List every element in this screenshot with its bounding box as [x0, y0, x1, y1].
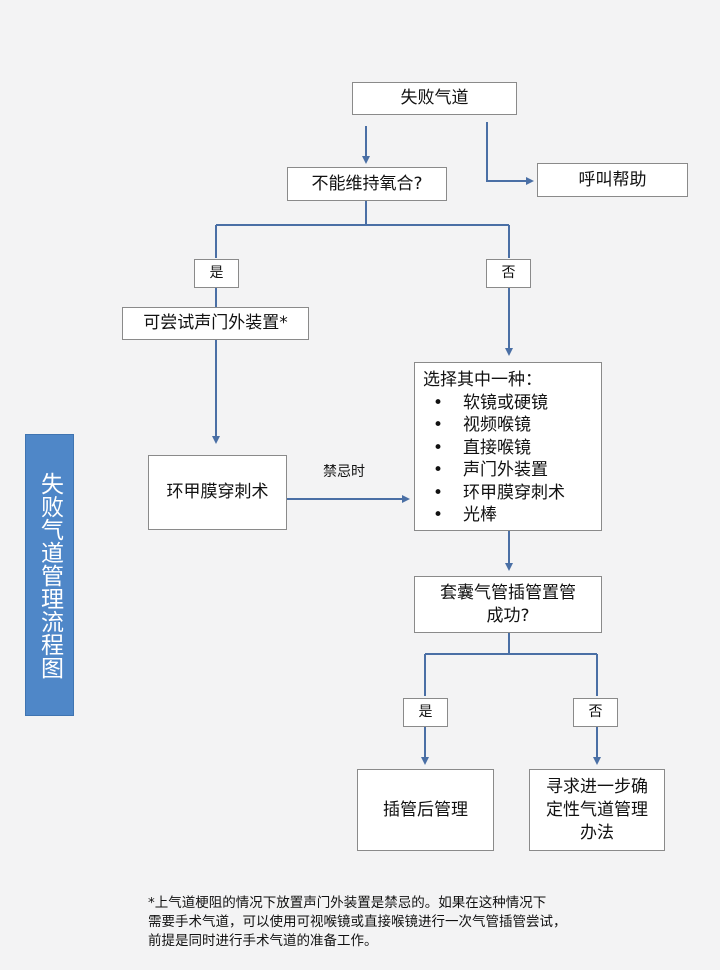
choose-one-title: 选择其中一种：: [423, 370, 542, 390]
node-cuffed-intubation: 套囊气管插管置管 成功?: [414, 576, 602, 633]
node-post-intubation: 插管后管理: [357, 769, 494, 851]
seek-line-3: 办法: [580, 822, 614, 843]
arrow-failed-to-call-help: [486, 122, 534, 185]
list-item: 环甲膜穿刺术: [433, 482, 565, 505]
footnote: *上气道梗阻的情况下放置声门外装置是禁忌的。如果在这种情况下 需要手术气道，可以…: [148, 894, 668, 951]
label-yes-1: 是: [194, 259, 239, 288]
choose-one-list: 软镜或硬镜 视频喉镜 直接喉镜 声门外装置 环甲膜穿刺术 光棒: [423, 392, 565, 527]
node-call-help: 呼叫帮助: [537, 163, 688, 197]
list-item: 视频喉镜: [433, 414, 565, 437]
seek-line-1: 寻求进一步确: [546, 776, 648, 797]
node-cricothyroid: 环甲膜穿刺术: [148, 455, 287, 530]
node-choose-one: 选择其中一种： 软镜或硬镜 视频喉镜 直接喉镜 声门外装置 环甲膜穿刺术 光棒: [414, 362, 602, 531]
node-cannot-oxygenate: 不能维持氧合?: [287, 167, 447, 201]
cuffed-line-2: 成功?: [486, 605, 530, 626]
cuffed-line-1: 套囊气管插管置管: [440, 582, 576, 603]
vertical-title: 失败气道管理流程图: [25, 434, 74, 716]
node-seek-definitive: 寻求进一步确 定性气道管理 办法: [529, 769, 665, 851]
list-item: 直接喉镜: [433, 437, 565, 460]
label-no-2: 否: [573, 698, 618, 727]
label-yes-2: 是: [403, 698, 448, 727]
label-contraindicated: 禁忌时: [323, 464, 365, 480]
footnote-line-2: 需要手术气道，可以使用可视喉镜或直接喉镜进行一次气管插管尝试，: [148, 914, 567, 930]
node-try-supraglottic: 可尝试声门外装置*: [122, 307, 309, 340]
list-item: 软镜或硬镜: [433, 392, 565, 415]
footnote-line-1: *上气道梗阻的情况下放置声门外装置是禁忌的。如果在这种情况下: [148, 895, 547, 911]
seek-line-2: 定性气道管理: [546, 799, 648, 820]
label-no-1: 否: [486, 259, 531, 288]
list-item: 声门外装置: [433, 459, 565, 482]
list-item: 光棒: [433, 504, 565, 527]
footnote-line-3: 前提是同时进行手术气道的准备工作。: [148, 933, 378, 949]
node-failed-airway: 失败气道: [352, 82, 517, 115]
